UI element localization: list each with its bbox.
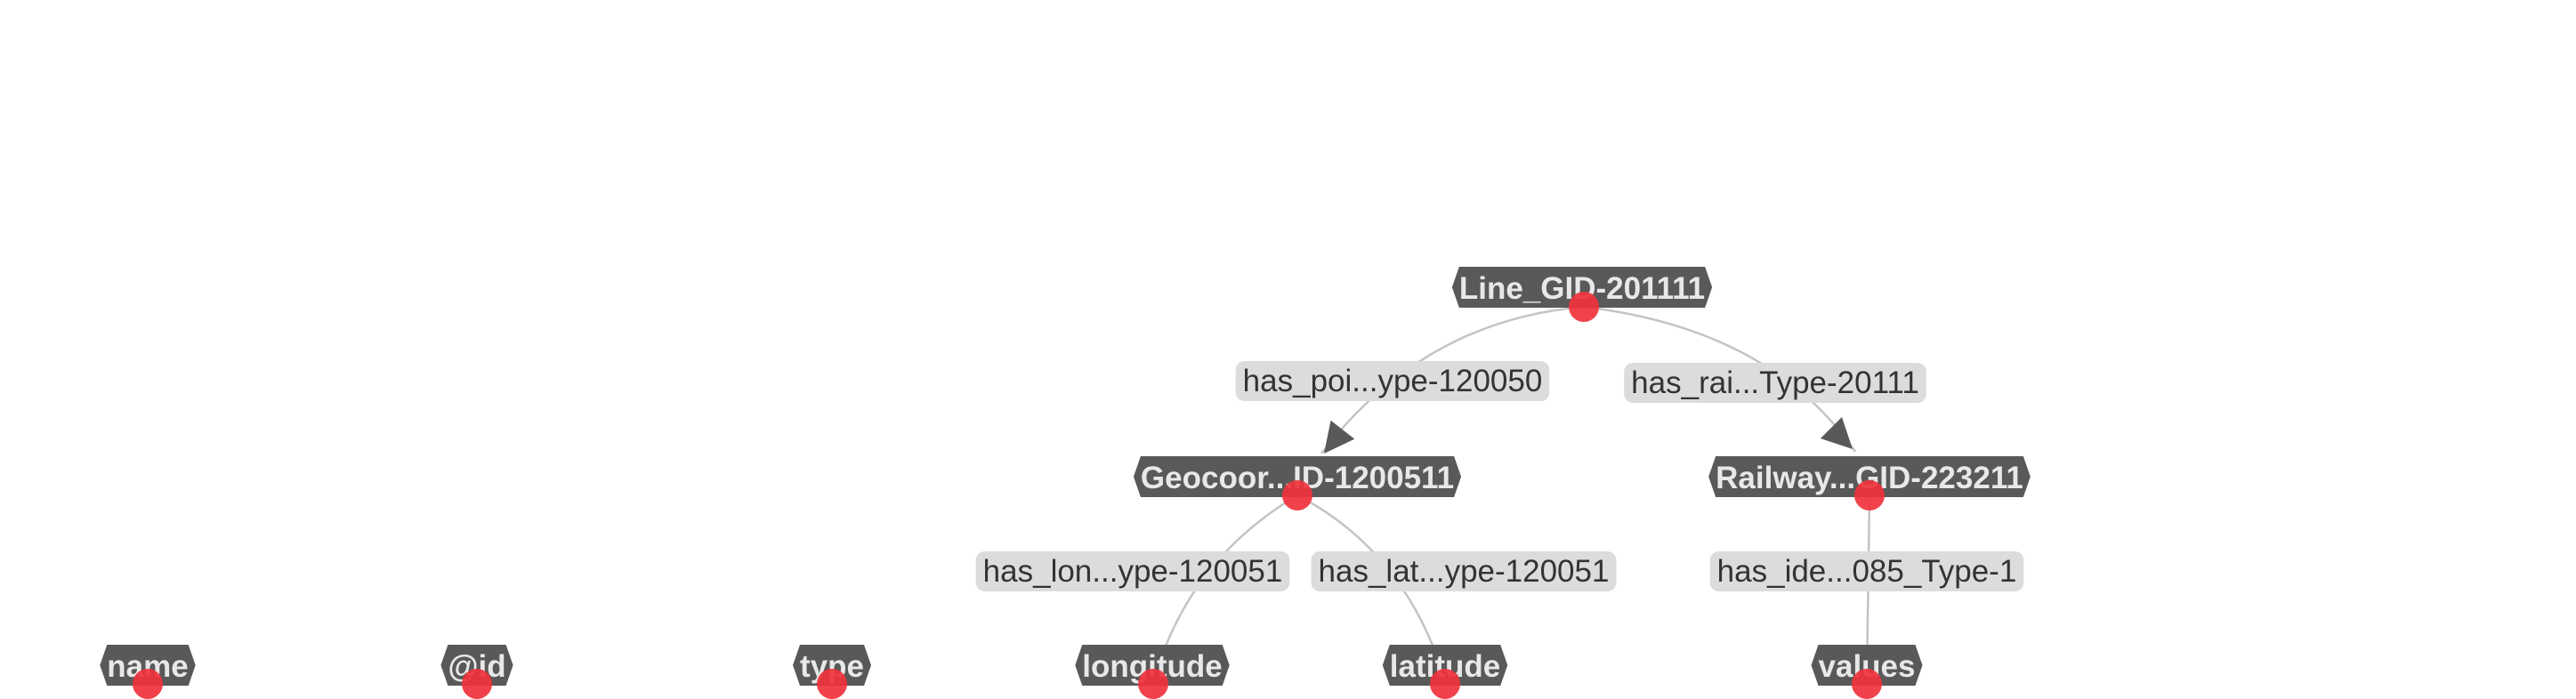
node-box <box>1133 456 1462 497</box>
edge-label-background <box>1624 363 1926 403</box>
node-type[interactable]: type <box>793 645 871 699</box>
node-geocoor[interactable]: Geocoor...ID-1200511 <box>1133 456 1462 510</box>
arrowhead-icon <box>1820 416 1853 449</box>
node-longitude[interactable]: longitude <box>1075 645 1230 699</box>
node-box <box>1451 267 1713 308</box>
node-box <box>1075 645 1230 686</box>
edge-label-text: has_ide...085_Type-1 <box>1717 554 2017 589</box>
node-box <box>440 645 513 686</box>
edge-label-background <box>975 551 1290 591</box>
node-dot[interactable] <box>1569 292 1599 322</box>
node-box <box>1811 645 1923 686</box>
node-atid[interactable]: @id <box>440 645 513 699</box>
node-dot[interactable] <box>1852 669 1882 699</box>
node-line[interactable]: Line_GID-201111 <box>1451 267 1713 322</box>
edge-label: has_rai...Type-20111 <box>1624 363 1926 403</box>
node-values[interactable]: values <box>1811 645 1923 699</box>
edge-label-background <box>1311 551 1617 591</box>
node-dot[interactable] <box>817 669 847 699</box>
edge-label-text: has_lat...ype-120051 <box>1319 554 1610 589</box>
arrowhead-icon <box>1324 420 1355 454</box>
node-dot[interactable] <box>133 669 163 699</box>
node-dot[interactable] <box>1138 669 1168 699</box>
node-box <box>793 645 871 686</box>
node-box <box>1708 456 2031 497</box>
edge-label: has_lon...ype-120051 <box>975 551 1290 591</box>
node-dot[interactable] <box>1282 480 1312 510</box>
node-dot[interactable] <box>1430 669 1460 699</box>
node-box <box>100 645 196 686</box>
edge-line-line-to-railway <box>1583 305 1857 453</box>
edge-line-line-to-geocoor <box>1320 305 1585 454</box>
node-dot[interactable] <box>462 669 492 699</box>
edge-label-text: has_lon...ype-120051 <box>983 554 1283 589</box>
edge-label-background <box>1235 361 1550 401</box>
node-dot[interactable] <box>1854 480 1885 510</box>
node-box <box>1382 645 1508 686</box>
node-railway[interactable]: Railway...GID-223211 <box>1708 456 2031 510</box>
edge-label: has_ide...085_Type-1 <box>1709 551 2024 591</box>
edge-label-text: has_rai...Type-20111 <box>1631 366 1919 400</box>
edge-label-background <box>1709 551 2024 591</box>
node-name[interactable]: name <box>100 645 196 699</box>
edge-label: has_poi...ype-120050 <box>1235 361 1550 401</box>
node-latitude[interactable]: latitude <box>1382 645 1508 699</box>
edge-label: has_lat...ype-120051 <box>1311 551 1617 591</box>
edge-label-text: has_poi...ype-120050 <box>1243 364 1543 398</box>
